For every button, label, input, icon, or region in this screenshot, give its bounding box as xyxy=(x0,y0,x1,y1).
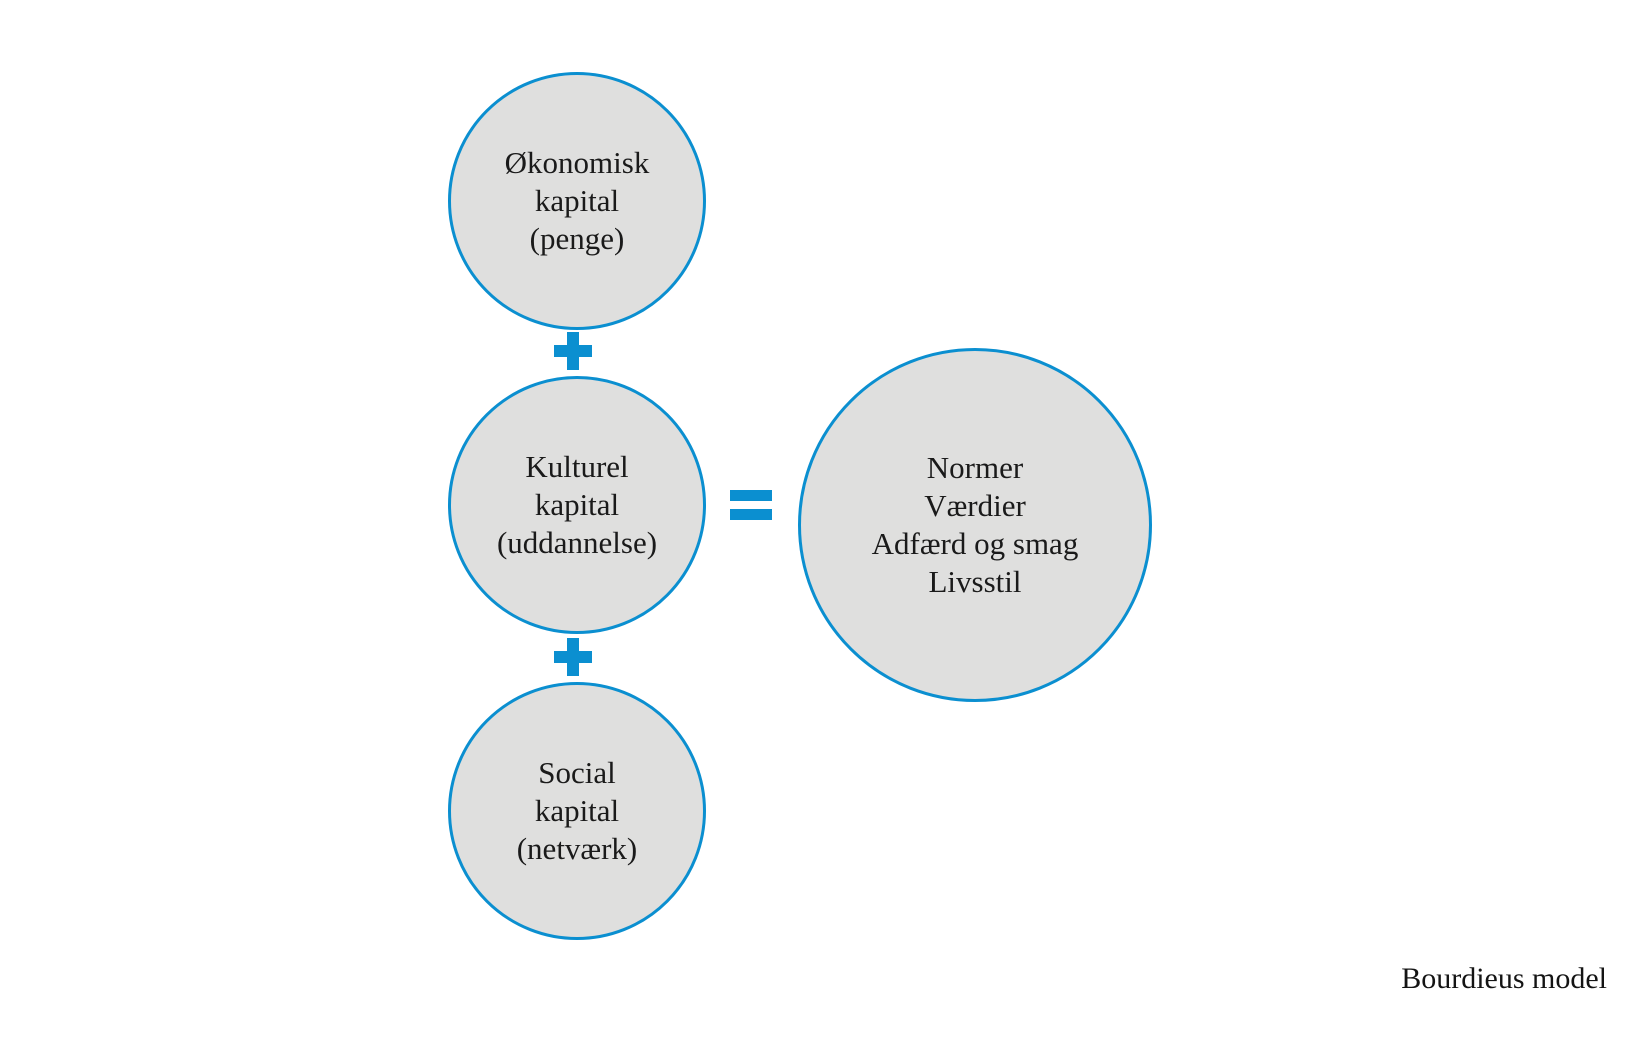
circle-outcome-line-3: Adfærd og smag xyxy=(871,526,1079,561)
circle-cultural-capital: Kulturel kapital (uddannelse) xyxy=(448,376,706,634)
plus-icon-2-vertical-bar xyxy=(567,638,579,676)
circle-outcome-line-4: Livsstil xyxy=(928,564,1022,600)
circle-cultural-capital-line-1: Kulturel xyxy=(525,448,629,484)
equals-icon xyxy=(730,490,772,520)
circle-social-capital-line-1: Social xyxy=(538,754,616,790)
circle-social-capital-line-3: (netværk) xyxy=(516,831,638,867)
diagram-caption: Bourdieus model xyxy=(1401,962,1607,995)
circle-economic-capital-line-2: kapital xyxy=(534,182,620,218)
plus-icon-1 xyxy=(554,332,592,370)
circle-cultural-capital-line-3: (uddannelse) xyxy=(496,525,658,561)
circle-outcome: Normer Værdier Adfærd og smag Livsstil xyxy=(798,348,1152,702)
circle-outcome-line-1: Normer xyxy=(926,449,1024,485)
equals-icon-bottom-bar xyxy=(730,509,772,520)
equals-icon-top-bar xyxy=(730,490,772,501)
circle-economic-capital: Økonomisk kapital (penge) xyxy=(448,72,706,330)
circle-outcome-line-2: Værdier xyxy=(924,487,1026,523)
circle-economic-capital-line-1: Økonomisk xyxy=(504,144,650,180)
circle-cultural-capital-line-2: kapital xyxy=(534,486,620,522)
circle-social-capital: Social kapital (netværk) xyxy=(448,682,706,940)
circle-social-capital-line-2: kapital xyxy=(534,792,620,828)
circle-economic-capital-line-3: (penge) xyxy=(529,221,625,257)
plus-icon-2 xyxy=(554,638,592,676)
plus-icon-1-vertical-bar xyxy=(567,332,579,370)
